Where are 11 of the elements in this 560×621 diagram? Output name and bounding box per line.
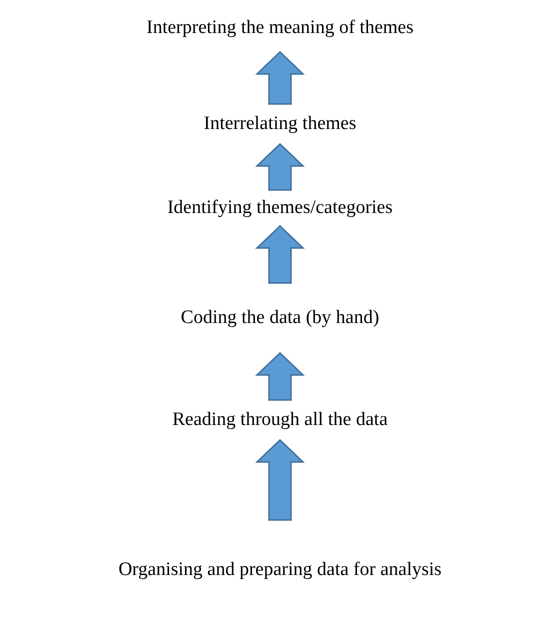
- step-label: Interpreting the meaning of themes: [146, 17, 414, 39]
- step-label: Reading through all the data: [172, 409, 388, 431]
- block-arrow: [255, 438, 305, 521]
- block-arrow: [255, 224, 305, 284]
- block-arrow: [255, 142, 305, 191]
- block-arrow: [255, 352, 305, 401]
- step-label: Interrelating themes: [204, 113, 356, 135]
- step-label: Organising and preparing data for analysis: [118, 559, 442, 581]
- step-label: Identifying themes/categories: [167, 197, 393, 219]
- step-label: Coding the data (by hand): [180, 307, 380, 329]
- block-arrow: [255, 50, 305, 105]
